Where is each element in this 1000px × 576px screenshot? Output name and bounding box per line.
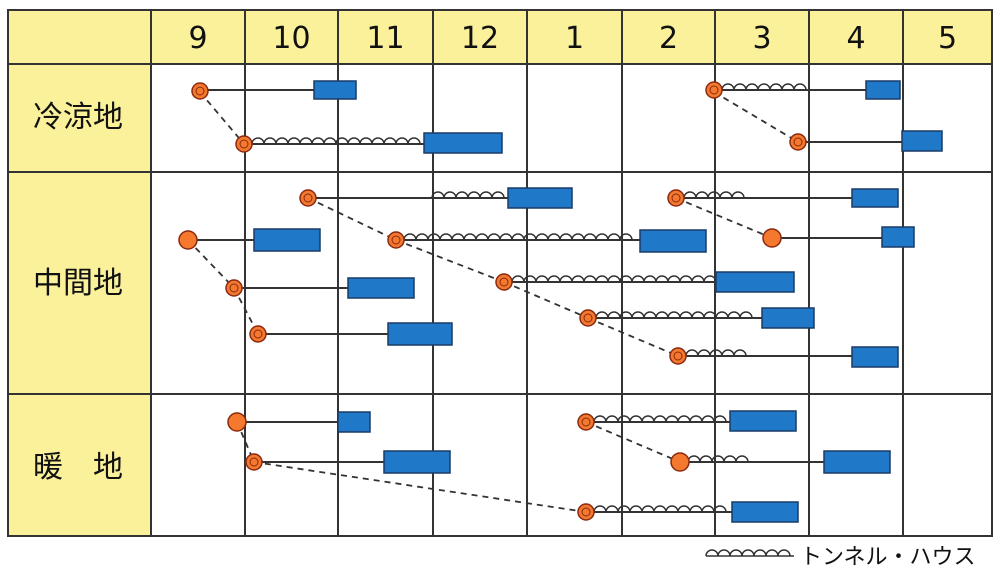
sowing-marker-inner [583,313,593,323]
sowing-marker-inner [581,417,591,427]
harvest-bar [865,80,901,100]
harvest-bar [639,229,707,253]
month-label-2: 2 [659,21,678,56]
sowing-marker [789,133,807,151]
sowing-marker-inner [671,193,681,203]
sowing-marker [245,453,263,471]
harvest-bar [383,450,451,474]
sowing-marker-inner [249,457,259,467]
tunnel-arc [595,311,753,319]
harvest-bar [387,322,453,346]
sowing-marker-inner [673,351,683,361]
tunnel-arc [683,191,745,199]
sowing-marker [705,81,723,99]
sowing-marker-inner [499,277,509,287]
legend-tunnel-icon [705,549,791,557]
harvest-bar [823,450,891,474]
connector-dashed [307,197,397,241]
sowing-marker [670,452,690,472]
month-label-3: 3 [752,21,771,56]
region-label-middle: 中間地 [33,266,123,301]
tunnel-arc [687,455,749,463]
harvest-bar [851,188,899,208]
harvest-bar [881,226,915,248]
tunnel-arc [721,83,807,91]
harvest-bar [729,410,797,432]
harvest-bar [731,501,799,523]
sowing-marker [669,347,687,365]
tunnel-arc [251,137,421,145]
region-column [8,64,151,536]
sowing-marker [249,325,267,343]
sowing-marker-inner [229,283,239,293]
connector-dashed [503,281,589,319]
sowing-marker [227,412,247,432]
month-label-9: 9 [188,21,207,56]
sowing-marker [577,413,595,431]
sowing-marker-inner [581,507,591,517]
harvest-bar [313,80,357,100]
tunnel-arc [403,233,633,241]
sowing-marker [191,82,209,100]
month-label-4: 4 [846,21,865,56]
month-label-1: 1 [565,21,584,56]
month-label-5: 5 [938,21,957,56]
harvest-bar [851,346,899,368]
month-header-row [8,10,992,64]
connector-dashed [187,239,235,289]
harvest-bar [761,307,815,329]
harvest-bar [901,130,943,152]
connector-dashed [395,239,505,283]
region-label-cool: 冷涼地 [33,100,123,135]
sowing-marker [667,189,685,207]
schedules [178,80,943,523]
sowing-marker [178,230,198,250]
harvest-bar [715,271,795,293]
legend: トンネル・ハウス [705,545,976,570]
harvest-bar [347,277,415,299]
tunnel-arc [431,191,505,199]
connector-dashed [233,287,259,335]
sowing-marker-inner [253,329,263,339]
sowing-marker-inner [195,86,205,96]
tunnel-arc [593,415,727,423]
month-label-11: 11 [366,21,404,56]
sowing-marker-inner [391,235,401,245]
sowing-marker-inner [303,193,313,203]
tunnel-arc [593,505,727,513]
harvest-bar [507,187,573,209]
month-label-12: 12 [461,21,499,56]
connector-dashed [253,461,587,513]
legend-label: トンネル・ハウス [800,545,976,570]
month-label-10: 10 [272,21,310,56]
sowing-marker [235,135,253,153]
sowing-marker-inner [709,85,719,95]
sowing-marker-inner [793,137,803,147]
tunnel-arc [685,349,747,357]
tunnel-arc [511,275,717,283]
sowing-marker [579,309,597,327]
harvest-bar [337,411,371,433]
region-label-warm: 暖 地 [33,450,123,485]
sowing-marker [762,228,782,248]
connector-dashed [199,91,245,145]
sowing-marker [495,273,513,291]
harvest-bar [423,132,503,154]
sowing-marker [225,279,243,297]
sowing-marker [577,503,595,521]
harvest-bar [253,228,321,252]
connector-dashed [587,317,679,357]
connector-dashed [585,421,681,463]
sowing-marker [387,231,405,249]
connector-dashed [713,91,799,143]
sowing-marker-inner [239,139,249,149]
sowing-marker [299,189,317,207]
